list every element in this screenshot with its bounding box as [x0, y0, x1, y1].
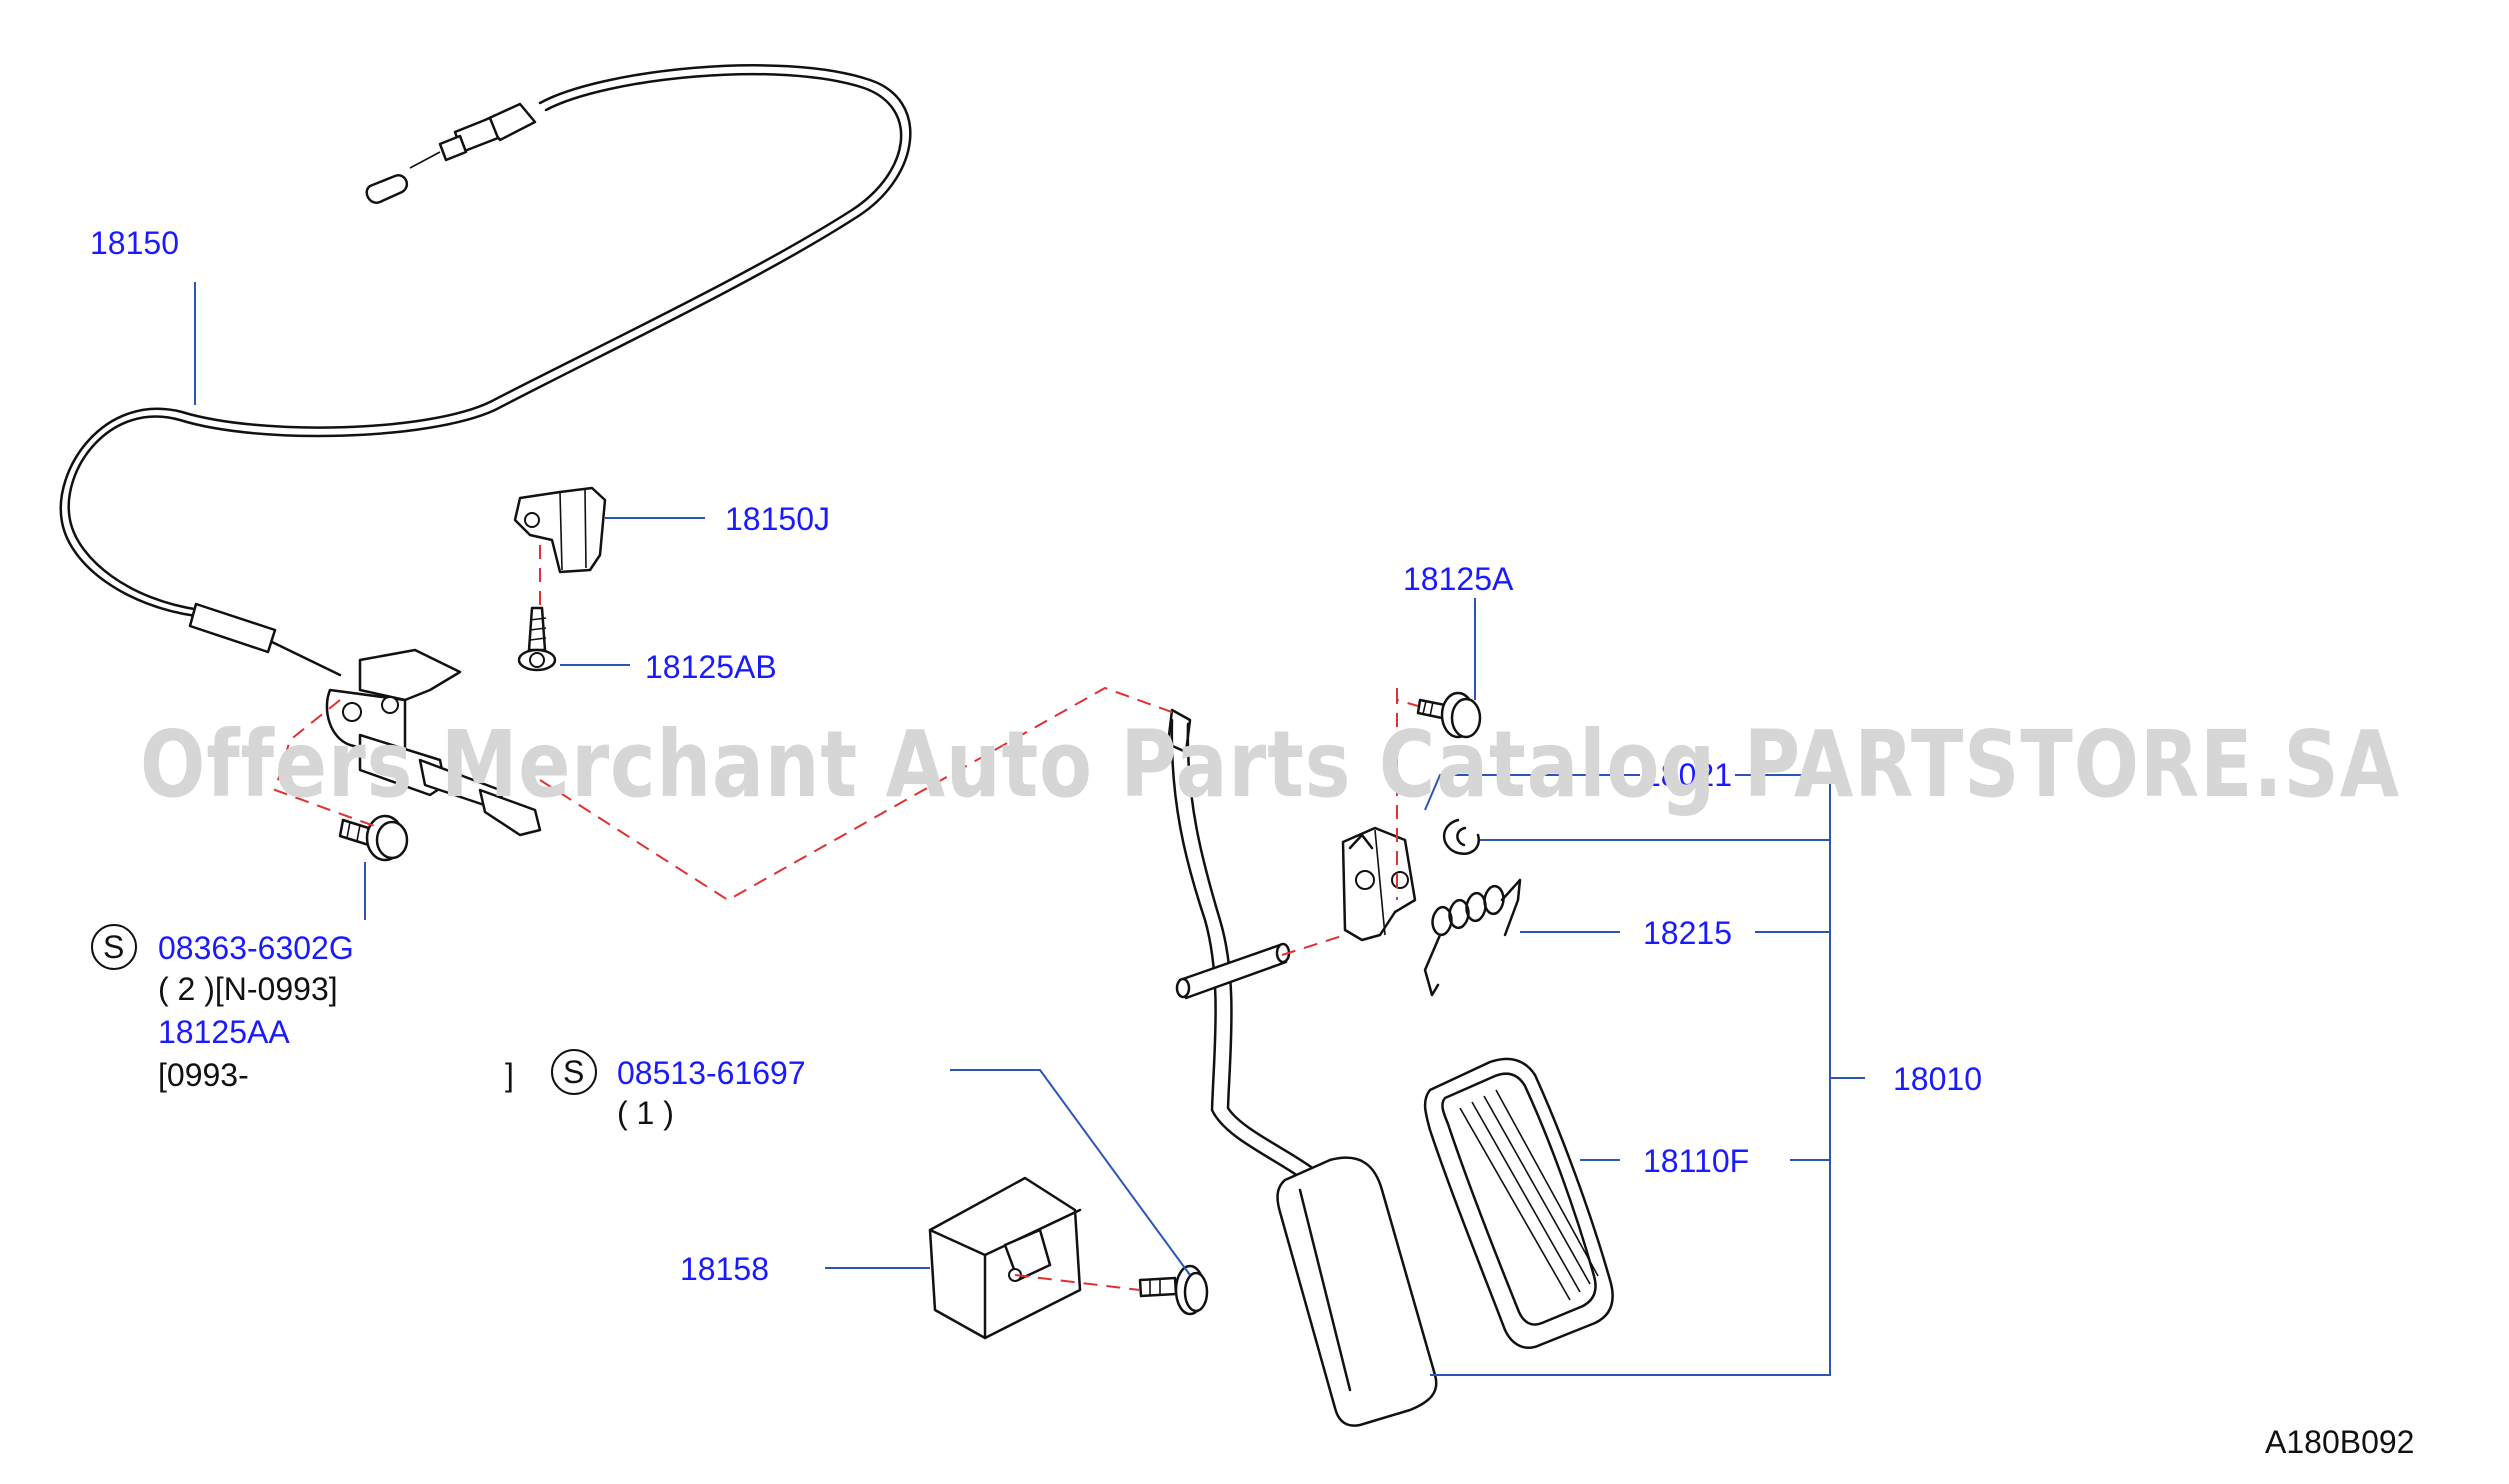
screw-08513-61697[interactable] [1138, 1264, 1209, 1316]
clip-ring[interactable] [1442, 818, 1481, 855]
standard-symbol-circle [551, 1049, 597, 1095]
accelerator-cable[interactable] [59, 64, 912, 677]
label-18150[interactable]: 18150 [90, 225, 179, 261]
label-18125AB[interactable]: 18125AB [645, 649, 777, 685]
label-18150J[interactable]: 18150J [725, 501, 830, 537]
pedal-pad-cover-18110F[interactable] [1423, 1057, 1614, 1349]
standard-part-qty: ( 1 ) [617, 1095, 674, 1131]
label-18158[interactable]: 18158 [680, 1251, 769, 1287]
label-18215[interactable]: 18215 [1643, 915, 1732, 951]
standard-part-qty: ( 2 )[N-0993] [158, 971, 338, 1007]
label-18021[interactable]: 18021 [1643, 757, 1732, 793]
standard-part-1[interactable]: S 08363-6302G ( 2 )[N-0993] [91, 924, 354, 1007]
leader-lines [194, 282, 1865, 1376]
return-spring-18215[interactable] [1423, 878, 1522, 997]
label-18125AA[interactable]: 18125AA [158, 1014, 290, 1050]
date-range-start: [0993- [158, 1057, 249, 1093]
standard-symbol: S [103, 929, 124, 965]
standard-symbol: S [563, 1054, 584, 1090]
pedal-bracket-18021[interactable] [1341, 826, 1417, 942]
standard-symbol-circle [91, 924, 137, 970]
watermark: Offers Merchant Auto Parts Catalog PARTS… [140, 711, 2400, 818]
bolt-18125AA[interactable] [338, 814, 409, 862]
label-18010[interactable]: 18010 [1893, 1061, 1982, 1097]
label-18125A[interactable]: 18125A [1403, 561, 1514, 597]
standard-part-number: 08513-61697 [617, 1055, 806, 1091]
standard-part-2[interactable]: S 08513-61697 ( 1 ) [551, 1049, 806, 1131]
pedal-pad[interactable] [1276, 1156, 1438, 1427]
cover-18158[interactable] [928, 1176, 1082, 1340]
assembly-guide-lines [273, 545, 1419, 1291]
diagram-code: A180B092 [2265, 1424, 2414, 1460]
label-18110F[interactable]: 18110F [1643, 1143, 1749, 1179]
standard-part-number: 08363-6302G [158, 930, 354, 966]
cable-clip-18150J[interactable] [513, 486, 607, 574]
cable-bracket[interactable] [325, 648, 542, 837]
bolt-18125A[interactable] [1416, 691, 1482, 739]
date-range-end: ] [505, 1057, 514, 1093]
screw-18125AB[interactable] [517, 606, 557, 672]
